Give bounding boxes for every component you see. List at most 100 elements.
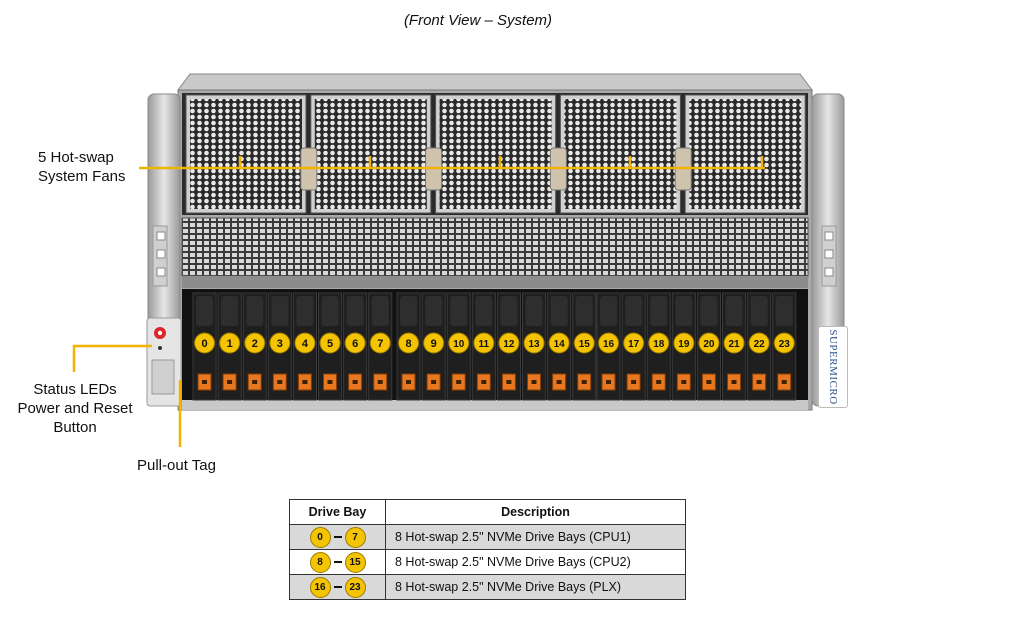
drive-number-badge bbox=[344, 332, 366, 354]
drive-bay[interactable]: 22 bbox=[747, 292, 772, 401]
drive-number-badge bbox=[398, 332, 420, 354]
drive-bay[interactable]: 11 bbox=[471, 292, 496, 401]
drive-number-badge bbox=[194, 332, 216, 354]
drive-bay[interactable]: 19 bbox=[671, 292, 696, 401]
drive-number-badge bbox=[473, 332, 495, 354]
status-label-line3: Button bbox=[53, 419, 97, 436]
header-drive-bay: Drive Bay bbox=[289, 499, 386, 525]
drive-number-badge bbox=[698, 332, 720, 354]
drive-bay[interactable]: 2 bbox=[242, 292, 267, 401]
fan-callout bbox=[139, 156, 765, 170]
drive-number-label: 21 bbox=[728, 339, 740, 350]
status-callout-label: Status LEDs Power and Reset Button bbox=[10, 380, 140, 437]
fans-label-line2: System Fans bbox=[38, 168, 126, 185]
drive-number-badge bbox=[498, 332, 520, 354]
drive-number-label: 3 bbox=[277, 338, 283, 350]
tag-callout-label: Pull-out Tag bbox=[137, 457, 216, 474]
drive-bay[interactable]: 21 bbox=[722, 292, 747, 401]
bay-chip-from: 16 bbox=[309, 576, 331, 598]
drive-number-label: 17 bbox=[628, 339, 640, 350]
drive-number-label: 22 bbox=[754, 339, 766, 350]
fans-label-line1: 5 Hot-swap bbox=[38, 149, 114, 166]
drive-bay[interactable]: 15 bbox=[572, 292, 597, 401]
drive-number-badge bbox=[294, 332, 316, 354]
drive-number-label: 2 bbox=[252, 338, 258, 350]
status-label-line1: Status LEDs bbox=[33, 381, 117, 398]
fan-module bbox=[435, 94, 557, 214]
drive-bay[interactable]: 8 bbox=[396, 292, 421, 401]
drive-bay[interactable]: 7 bbox=[368, 292, 393, 401]
drive-bay[interactable]: 1 bbox=[217, 292, 242, 401]
drive-number-label: 8 bbox=[405, 338, 411, 350]
drive-bay[interactable]: 20 bbox=[696, 292, 722, 401]
drive-number-badge bbox=[269, 332, 291, 354]
drive-number-label: 9 bbox=[431, 338, 437, 350]
drive-number-label: 12 bbox=[503, 339, 515, 350]
drive-number-badge bbox=[448, 332, 470, 354]
bay-description: 8 Hot-swap 2.5" NVMe Drive Bays (CPU1) bbox=[385, 524, 686, 550]
chassis-top bbox=[177, 73, 813, 91]
drive-number-label: 7 bbox=[377, 338, 383, 350]
drive-number-label: 0 bbox=[201, 338, 207, 350]
drive-bay[interactable]: 23 bbox=[772, 292, 797, 401]
drive-number-badge bbox=[748, 332, 770, 354]
drive-number-label: 20 bbox=[703, 339, 715, 350]
drive-number-label: 6 bbox=[352, 338, 358, 350]
brand-text: SUPERMICRO bbox=[827, 329, 839, 405]
drive-number-badge bbox=[673, 332, 695, 354]
drive-number-label: 23 bbox=[779, 339, 791, 350]
drive-bay[interactable]: 18 bbox=[646, 292, 671, 401]
drive-number-badge bbox=[623, 332, 645, 354]
drive-bay[interactable]: 5 bbox=[318, 292, 343, 401]
drive-bay[interactable]: 3 bbox=[267, 292, 292, 401]
status-callout bbox=[72, 344, 152, 372]
status-label-line2: Power and Reset bbox=[17, 400, 133, 417]
drive-bay[interactable]: 9 bbox=[421, 292, 446, 401]
drive-number-label: 15 bbox=[579, 339, 591, 350]
drive-bay[interactable]: 6 bbox=[343, 292, 368, 401]
drive-number-badge bbox=[369, 332, 391, 354]
drive-bay[interactable]: 16 bbox=[596, 292, 621, 401]
drive-number-badge bbox=[244, 332, 266, 354]
bay-description: 8 Hot-swap 2.5" NVMe Drive Bays (CPU2) bbox=[385, 549, 686, 575]
drive-number-badge bbox=[219, 332, 241, 354]
drive-bay[interactable]: 12 bbox=[496, 292, 521, 401]
fan-row bbox=[185, 94, 806, 214]
drive-number-label: 16 bbox=[603, 339, 615, 350]
drive-number-label: 13 bbox=[528, 339, 540, 350]
fans-callout-label: 5 Hot-swap System Fans bbox=[38, 148, 126, 186]
drive-bay[interactable]: 17 bbox=[621, 292, 646, 401]
drive-number-badge bbox=[319, 332, 341, 354]
fan-module bbox=[310, 94, 432, 214]
drive-bay[interactable]: 4 bbox=[292, 292, 317, 401]
drive-bay[interactable]: 0 bbox=[192, 292, 217, 401]
supermicro-logo: SUPERMICRO bbox=[818, 326, 848, 408]
drive-bay[interactable]: 13 bbox=[522, 292, 547, 401]
bay-description: 8 Hot-swap 2.5" NVMe Drive Bays (PLX) bbox=[385, 574, 686, 600]
drive-number-label: 19 bbox=[678, 339, 690, 350]
drive-number-label: 1 bbox=[227, 338, 233, 350]
drive-bay[interactable]: 14 bbox=[547, 292, 572, 401]
drive-number-badge bbox=[423, 332, 445, 354]
drive-number-badge bbox=[723, 332, 745, 354]
drive-number-badge bbox=[648, 332, 670, 354]
drive-number-label: 14 bbox=[554, 339, 566, 350]
drive-number-label: 18 bbox=[653, 339, 665, 350]
drive-bay[interactable]: 10 bbox=[446, 292, 471, 401]
bay-chip-to: 15 bbox=[344, 551, 366, 573]
fan-module bbox=[559, 94, 681, 214]
drive-number-badge bbox=[548, 332, 570, 354]
fan-module bbox=[185, 94, 307, 214]
vent-panel bbox=[181, 217, 809, 277]
drive-number-label: 4 bbox=[302, 338, 309, 350]
table-header-row: Drive Bay Description bbox=[289, 499, 686, 525]
left-rack-ear bbox=[146, 93, 182, 407]
drive-number-badge bbox=[523, 332, 545, 354]
drive-number-label: 10 bbox=[453, 339, 465, 350]
